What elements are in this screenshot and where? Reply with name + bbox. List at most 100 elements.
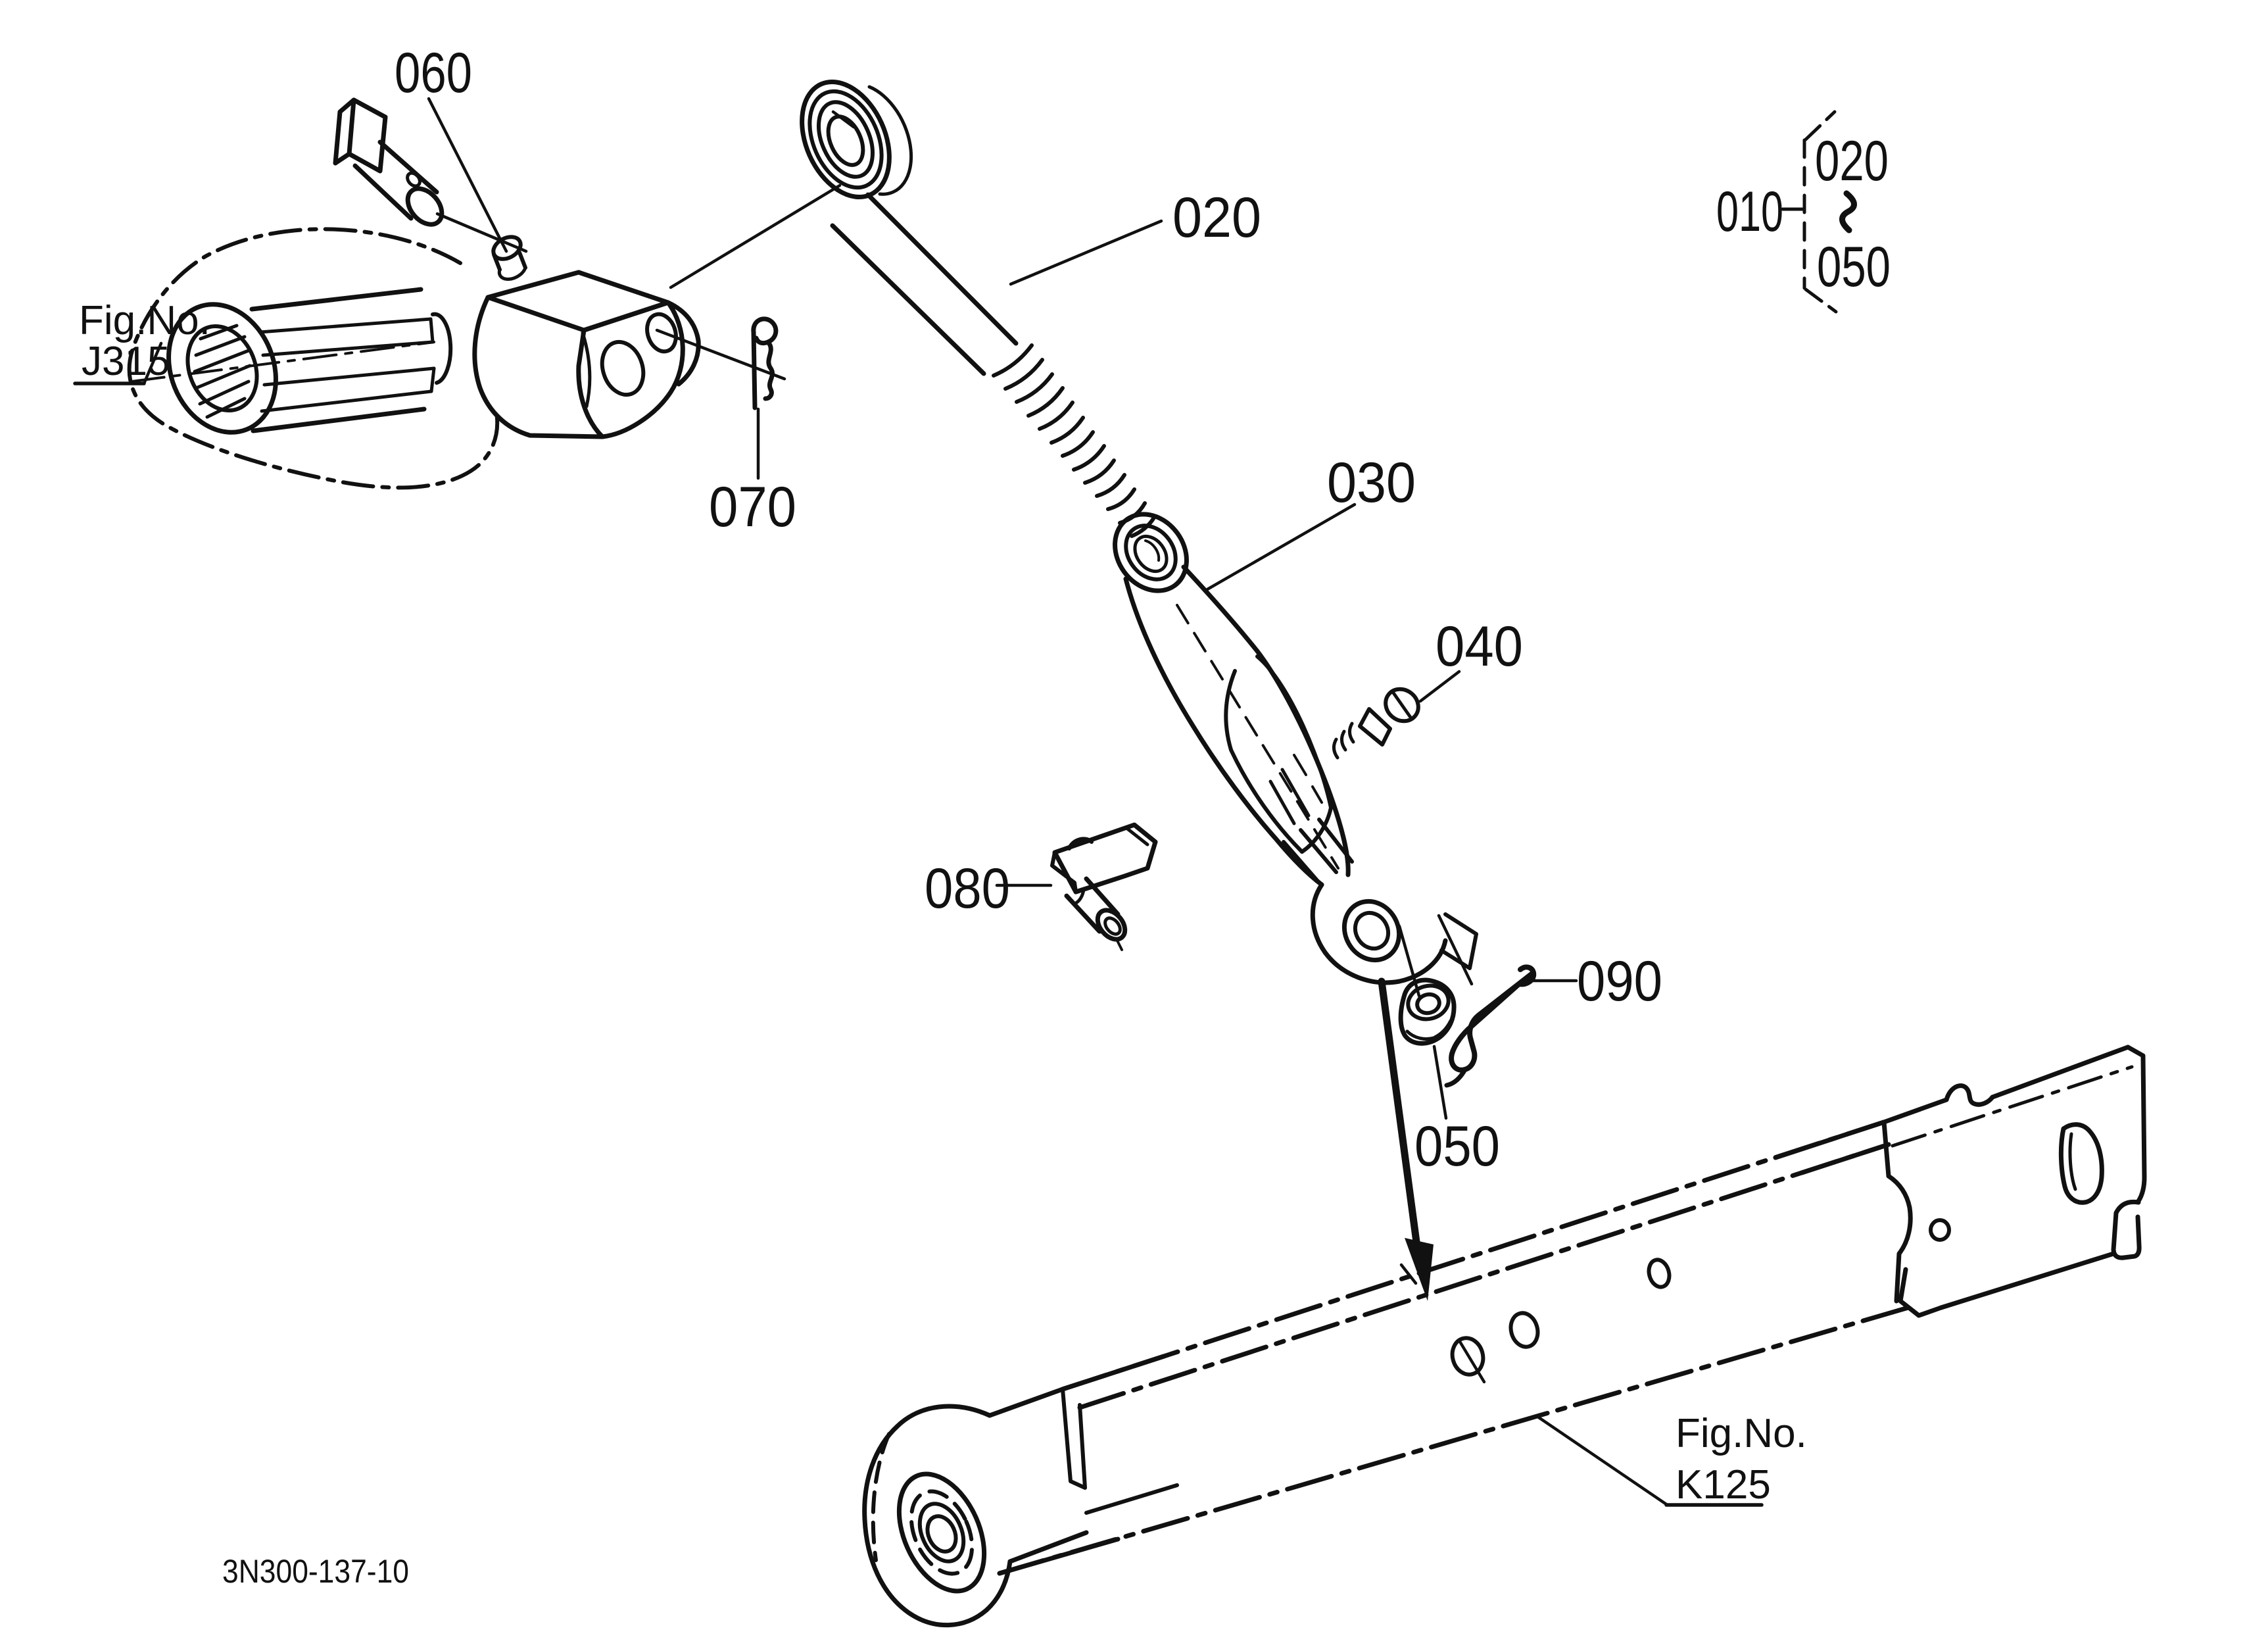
nut-top-face: [1406, 983, 1451, 1021]
body-thread-bore: [1133, 534, 1169, 574]
pin-body-bottom: [352, 163, 414, 221]
lynch-plate: [1052, 822, 1158, 895]
lynch-pin-collar: [1073, 887, 1086, 906]
part-grease-fitting-040: [1332, 687, 1420, 760]
yoke-rear-ear-hole: [645, 312, 678, 354]
figref-k125-line1: Fig.No.: [1676, 1411, 1807, 1456]
figure-ref-j315: Fig.No. J315: [79, 298, 210, 384]
housing-phantom-outline: [127, 227, 500, 490]
part-yoke-assembly-j315: [127, 227, 701, 490]
bracket-hook-tab: [2111, 1199, 2142, 1260]
body-top-lip: [1124, 524, 1178, 581]
assembly-arrow-shaft: [1378, 977, 1420, 1246]
leader-060: [427, 97, 508, 253]
lynch-plate-bend: [1124, 825, 1149, 847]
callout-020-label: 020: [1172, 186, 1261, 249]
nut-facet-1: [1405, 1029, 1436, 1041]
part-clevis-pin-060: [333, 97, 445, 227]
assembly-line-pin-to-yoke: [435, 212, 528, 253]
spline-shaft-bottom: [251, 406, 427, 433]
assembly-arrow-head: [1405, 1238, 1434, 1301]
group-bracket-010: [1781, 110, 1857, 314]
yoke-front-ear: [576, 300, 685, 439]
pin-body-top: [377, 139, 439, 195]
window-bottom-edge: [1229, 748, 1304, 854]
leader-020: [1009, 219, 1163, 286]
neck-joint: [1061, 1387, 1087, 1490]
lynch-pin-bottom: [1064, 893, 1102, 934]
bracket-wavy-notch: [1944, 1083, 1995, 1107]
callout-040-label: 040: [1436, 615, 1523, 678]
leader-k125: [1535, 1414, 1668, 1506]
spline-shaft-top: [249, 287, 423, 312]
leader-lines: [73, 97, 1764, 1507]
channel-top-edge: [1060, 1119, 1887, 1392]
yoke-stub-pin-base: [497, 266, 527, 281]
yoke-rear-ear: [665, 300, 701, 387]
group-top-angle: [1804, 110, 1837, 141]
window-left-edge: [1224, 669, 1237, 752]
yoke-front-ear-hole: [600, 339, 646, 397]
arm-slot-hole: [1450, 1336, 1485, 1377]
channel-inner-bottom: [1084, 1483, 1179, 1515]
lower-lug-ring: [1341, 898, 1402, 963]
inner-screw-end: [1268, 768, 1311, 825]
window-right-edge: [1300, 806, 1333, 854]
ball-ring-inner: [917, 1502, 966, 1563]
snap-pin-tail: [1444, 1067, 1468, 1088]
ball-hole: [925, 1514, 958, 1554]
ball-end-dashed-arc: [871, 1432, 891, 1562]
channel-solid-near-ball: [997, 1354, 1167, 1576]
fitting-dome: [1384, 687, 1420, 724]
hairpin-wavy-leg: [763, 339, 775, 401]
group-tilde: [1839, 190, 1857, 234]
nut-hole: [1415, 992, 1441, 1016]
leader-040: [1418, 670, 1461, 703]
eye-hole: [826, 114, 865, 167]
part-lynch-pin-080: [1050, 822, 1158, 951]
channel-top-inner-edge: [1077, 1142, 1891, 1410]
spline-shaft-end: [431, 312, 453, 385]
group-parent-label: 010: [1716, 180, 1783, 243]
ball-ring-outer: [896, 1471, 987, 1594]
bracket-phantom-line: [1891, 1065, 2134, 1148]
callout-090-label: 090: [1577, 950, 1662, 1013]
group-range-end-label: 050: [1817, 235, 1891, 299]
channel-solid-near-bracket: [1773, 1119, 1891, 1175]
bracket-right-edge: [2125, 1045, 2147, 1204]
bracket-top-left: [1881, 1097, 1949, 1125]
callout-070-label: 070: [709, 476, 796, 539]
leader-050: [1432, 1045, 1448, 1120]
callout-050-label: 050: [1414, 1115, 1500, 1178]
lynch-pin-top: [1084, 876, 1121, 917]
hex-flats: [1282, 818, 1354, 885]
body-centerline: [1176, 604, 1339, 870]
leader-030: [1205, 503, 1357, 591]
pin-cross-hole: [406, 171, 422, 188]
neck-bottom: [1007, 1530, 1089, 1564]
spline-bore-hatch: [193, 324, 252, 419]
snap-pin-wire: [1449, 964, 1537, 1073]
neck-top: [987, 1387, 1065, 1418]
lower-lug-tab: [1439, 912, 1478, 970]
figure-ref-k125: Fig.No. K125: [1676, 1411, 1807, 1508]
eye-mid-ring: [808, 89, 884, 190]
bracket-small-hole: [1929, 1218, 1951, 1242]
pin-tip: [405, 186, 445, 227]
pin-head-face: [347, 97, 388, 174]
ball-end-outline: [862, 1404, 1013, 1628]
eye-rim-thickness: [867, 85, 913, 196]
assembly-line-yoke-to-eye: [669, 184, 842, 289]
part-hairpin-070: [751, 316, 779, 410]
part-lift-arm-k125: [862, 1045, 2147, 1628]
rod-bottom-edge: [830, 223, 986, 376]
inner-screw-dash: [1293, 754, 1323, 804]
leader-j315: [142, 341, 163, 385]
figref-k125-line2: K125: [1676, 1462, 1771, 1508]
callout-030-label: 030: [1327, 451, 1416, 514]
bracket-kidney-slot: [2058, 1122, 2104, 1205]
lynch-pin-tip-inner: [1103, 916, 1122, 936]
spline-hub-outer: [166, 302, 278, 435]
